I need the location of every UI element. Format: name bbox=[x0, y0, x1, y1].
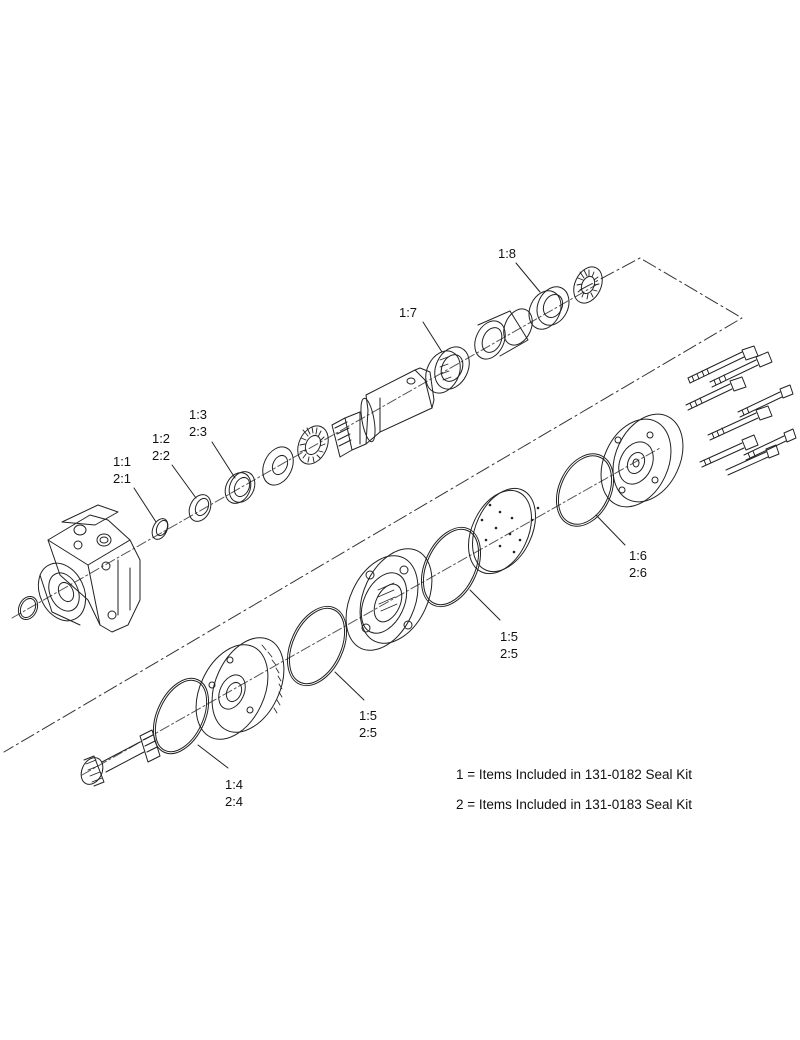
callout-kit1-ref: 1:6 bbox=[628, 548, 648, 563]
bearing-1-8 bbox=[528, 286, 570, 330]
spacer-plate bbox=[195, 637, 285, 740]
drive-shaft bbox=[331, 367, 435, 458]
callout-kit1-ref: 1:7 bbox=[398, 305, 418, 320]
seal-1-1 bbox=[151, 518, 169, 540]
motor-housing bbox=[37, 504, 141, 633]
callout-kit1-ref: 1:2 bbox=[151, 431, 171, 446]
bearing-1-7 bbox=[425, 346, 470, 394]
callout-kit2-ref: 2:3 bbox=[188, 424, 208, 439]
callout-kit2-ref: 2:1 bbox=[112, 471, 132, 486]
callout-1-2: 1:2 2:2 bbox=[152, 430, 170, 464]
o-ring-1-6 bbox=[555, 453, 615, 527]
legend-kit-2: 2 = Items Included in 131-0183 Seal Kit bbox=[456, 797, 693, 812]
callout-kit1-ref: 1:5 bbox=[499, 629, 519, 644]
thrust-washer bbox=[262, 446, 294, 486]
drive-link bbox=[80, 729, 161, 787]
o-ring-1-4 bbox=[152, 677, 210, 755]
end-cap bbox=[600, 413, 684, 508]
legend-kit-1: 1 = Items Included in 131-0182 Seal Kit bbox=[456, 767, 693, 782]
washer-1-2 bbox=[188, 494, 212, 522]
leader-lines bbox=[133, 262, 626, 769]
callout-kit2-ref: 2:2 bbox=[151, 448, 171, 463]
callout-kit2-ref: 2:5 bbox=[499, 646, 519, 661]
callout-1-1: 1:1 2:1 bbox=[113, 453, 131, 487]
axis-centerlines bbox=[11, 284, 661, 776]
callout-kit2-ref: 2:5 bbox=[358, 725, 378, 740]
seal-1-3 bbox=[224, 471, 256, 504]
gerotor-set bbox=[345, 548, 433, 651]
callout-kit2-ref: 2:4 bbox=[224, 794, 244, 809]
bushing bbox=[474, 308, 533, 360]
callout-1-5-lower: 1:5 2:5 bbox=[359, 707, 377, 741]
callout-1-6: 1:6 2:6 bbox=[629, 547, 647, 581]
callout-1-3: 1:3 2:3 bbox=[189, 406, 207, 440]
callout-1-7: 1:7 bbox=[399, 304, 417, 321]
thrust-needle-bearing bbox=[297, 425, 329, 465]
valve-plate bbox=[468, 487, 540, 575]
callout-kit1-ref: 1:8 bbox=[497, 246, 517, 261]
callout-kit1-ref: 1:1 bbox=[112, 454, 132, 469]
callout-kit1-ref: 1:4 bbox=[224, 777, 244, 792]
callout-kit1-ref: 1:5 bbox=[358, 708, 378, 723]
o-ring-1-5-upper bbox=[420, 526, 482, 608]
o-ring-1-5-lower bbox=[286, 605, 348, 687]
callout-kit2-ref: 2:6 bbox=[628, 565, 648, 580]
cap-screws bbox=[685, 345, 797, 476]
callout-kit1-ref: 1:3 bbox=[188, 407, 208, 422]
callout-1-5-upper: 1:5 2:5 bbox=[500, 628, 518, 662]
end-thrust-bearing bbox=[573, 266, 603, 304]
callout-1-8: 1:8 bbox=[498, 245, 516, 262]
phantom-boundary-line bbox=[3, 257, 743, 753]
end-o-ring bbox=[17, 595, 39, 621]
callout-1-4: 1:4 2:4 bbox=[225, 776, 243, 810]
